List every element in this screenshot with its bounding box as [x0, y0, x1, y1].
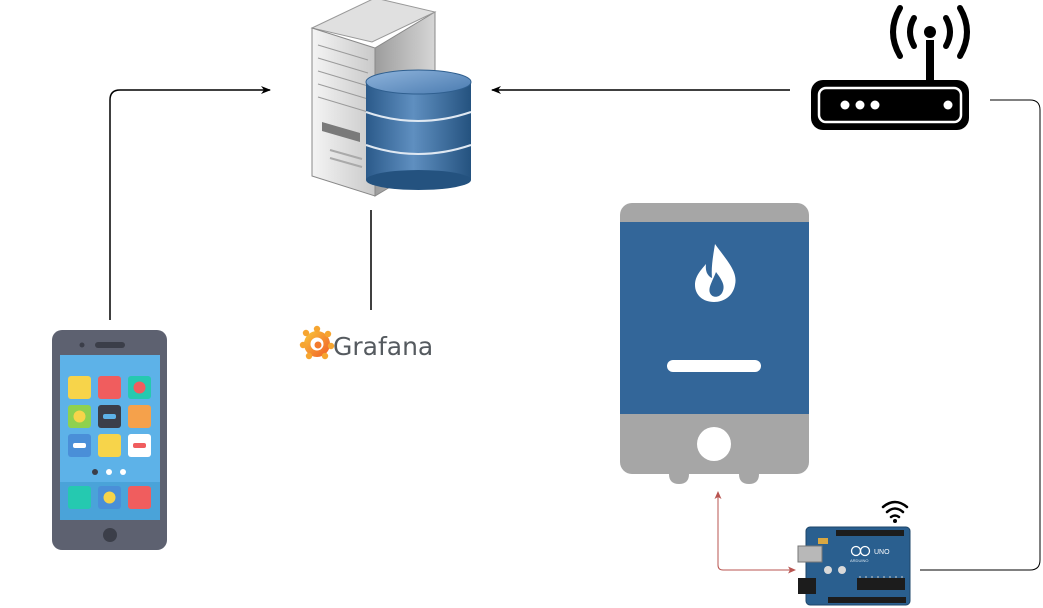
grafana-label: Grafana — [333, 332, 433, 361]
grafana-logo: Grafana — [299, 325, 433, 361]
phone-to-server-arrow — [109, 86, 271, 320]
arduino-board-icon: UNO ARDUINO — [797, 526, 911, 606]
server-database-icon — [310, 0, 472, 197]
heater-arduino-link — [717, 492, 796, 574]
gas-water-heater-icon — [620, 203, 809, 484]
wifi-router-icon — [811, 5, 970, 130]
arduino-to-router-line — [920, 99, 1041, 571]
flame-icon — [695, 244, 736, 302]
grafana-logo-icon — [299, 325, 335, 360]
arduino-brand-label: ARDUINO — [850, 558, 868, 563]
wifi-signal-icon — [881, 500, 909, 523]
arduino-uno-label: UNO — [874, 549, 890, 556]
connectors — [109, 86, 1041, 574]
smartphone-icon — [52, 330, 167, 550]
